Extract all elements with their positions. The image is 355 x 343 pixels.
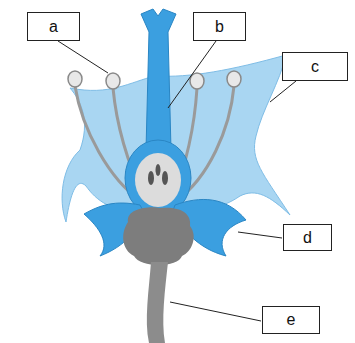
- flower-stalk: [147, 262, 168, 343]
- part-letter: d: [303, 229, 312, 247]
- part-letter: c: [311, 58, 319, 76]
- ovary-cavity: [135, 153, 181, 207]
- leader-lines: [58, 41, 296, 321]
- label-box: b: [193, 12, 246, 41]
- ovules: [148, 164, 168, 185]
- part-letter: b: [215, 18, 224, 36]
- part-letter: a: [49, 18, 58, 36]
- part-letter: e: [287, 311, 296, 329]
- corolla: [62, 55, 290, 222]
- label-box: e: [262, 306, 320, 334]
- receptacle: [123, 207, 194, 265]
- label-box: a: [27, 12, 80, 41]
- pistil-style: [141, 9, 176, 150]
- label-box: c: [282, 52, 348, 81]
- label-box: d: [283, 224, 332, 251]
